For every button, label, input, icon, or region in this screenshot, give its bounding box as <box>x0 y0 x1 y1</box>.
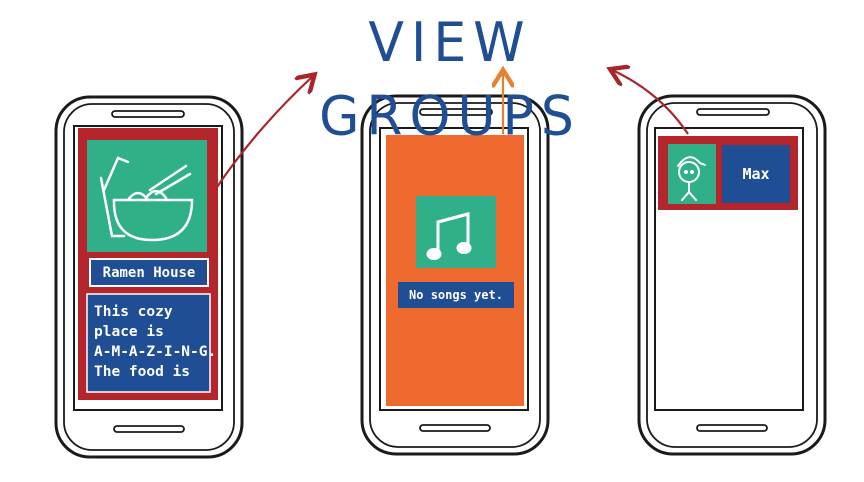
person-avatar-icon <box>677 156 706 201</box>
restaurant-name: Ramen House <box>102 265 196 281</box>
restaurant-description: This cozy place is A-M-A-Z-I-N-G. The fo… <box>94 304 217 380</box>
phone-3 <box>637 94 827 456</box>
phone-1 <box>54 95 244 459</box>
arrow-phone3 <box>612 70 689 135</box>
user-name: Max <box>742 165 770 183</box>
music-note-icon <box>426 212 472 260</box>
page-title: VIEW GROUPS <box>319 11 581 149</box>
empty-songs-label: No songs yet. <box>409 288 503 302</box>
phone-2 <box>360 94 550 456</box>
ramen-bowl-icon <box>99 156 194 242</box>
arrow-phone1 <box>214 76 313 191</box>
viewgroup-frame-2 <box>386 135 524 406</box>
